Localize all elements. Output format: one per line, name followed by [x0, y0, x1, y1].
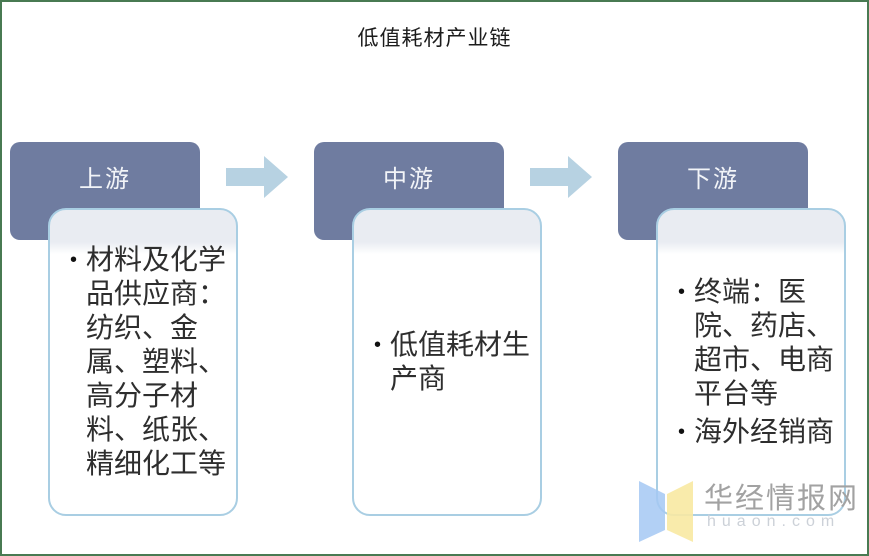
upstream-item-text: 材料及化学品供应商：纺织、金属、塑料、高分子材料、纸张、精细化工等: [86, 243, 227, 480]
midstream-header-label: 中游: [383, 165, 435, 193]
bullet-icon: •: [374, 334, 382, 356]
upstream-header-label: 上游: [79, 165, 131, 193]
downstream-item-text-1: 终端：医院、药店、超市、电商平台等: [694, 275, 835, 410]
arrow-right-icon: [530, 156, 592, 198]
bullet-icon: •: [70, 249, 78, 271]
list-item: • 海外经销商: [678, 415, 836, 449]
bullet-icon: •: [678, 421, 686, 443]
huaon-book-logo-icon: [639, 481, 693, 542]
list-item: • 低值耗材生产商: [374, 328, 532, 396]
watermark-brand-text: 华经情报网: [704, 483, 860, 515]
midstream-item-text: 低值耗材生产商: [390, 328, 531, 395]
bullet-icon: •: [678, 281, 686, 303]
watermark: 华经情报网 huaon.com: [632, 470, 867, 544]
arrow-right-icon: [226, 156, 288, 198]
midstream-content-box: • 低值耗材生产商: [352, 208, 542, 516]
downstream-content-box: • 终端：医院、药店、超市、电商平台等 • 海外经销商: [656, 208, 846, 516]
diagram-title: 低值耗材产业链: [357, 27, 512, 50]
list-item: • 材料及化学品供应商：纺织、金属、塑料、高分子材料、纸张、精细化工等: [70, 243, 228, 481]
downstream-item-text-2: 海外经销商: [694, 415, 835, 448]
upstream-content-box: • 材料及化学品供应商：纺织、金属、塑料、高分子材料、纸张、精细化工等: [48, 208, 238, 516]
list-item: • 终端：医院、药店、超市、电商平台等: [678, 275, 836, 411]
watermark-domain-text: huaon.com: [707, 513, 841, 530]
downstream-header-label: 下游: [687, 165, 739, 193]
